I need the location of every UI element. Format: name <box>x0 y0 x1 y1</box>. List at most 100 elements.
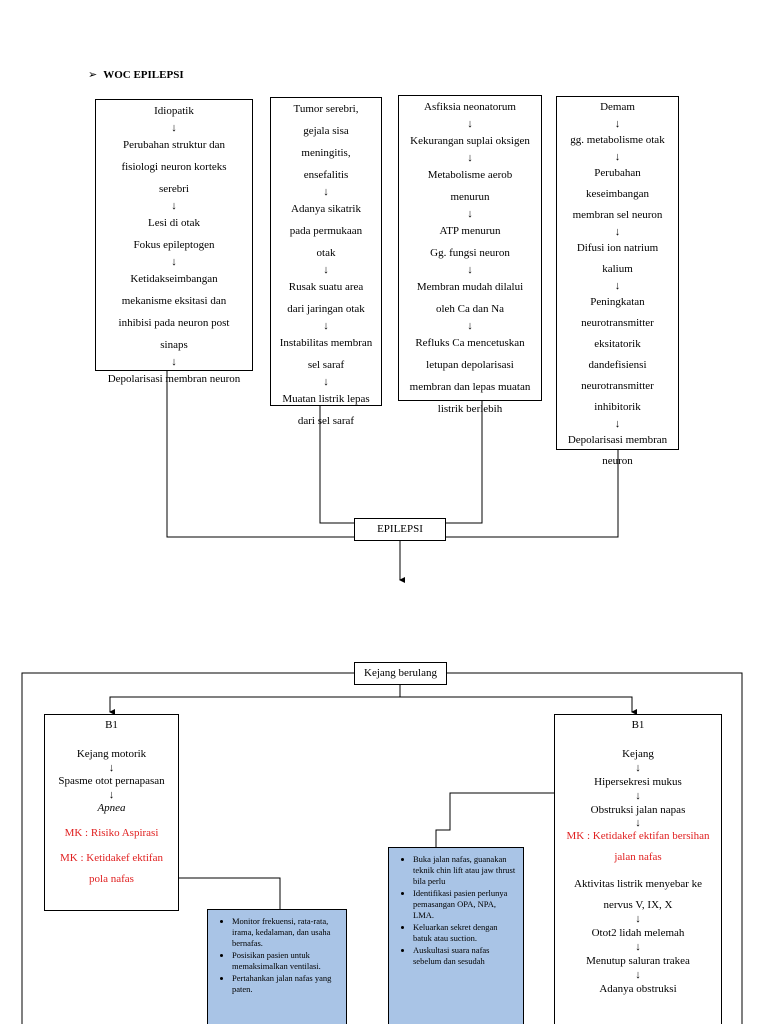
cause-item: ATP menurun <box>439 225 501 237</box>
arrow-down-icon: ↓ <box>108 762 115 774</box>
cause-item: dandefisiensi <box>588 359 647 371</box>
cause-item: neuron <box>602 455 633 467</box>
cause-item: listrik berlebih <box>437 403 503 415</box>
b1-item: Menutup saluran trakea <box>586 955 690 967</box>
arrow-down-icon: ↓ <box>635 762 641 774</box>
mk-diagnosis: jalan nafas <box>614 851 662 863</box>
arrow-down-icon: ↓ <box>171 200 177 212</box>
cause-item: sinaps <box>160 339 188 351</box>
intervention-list: Monitor frekuensi, rata-rata, irama, ked… <box>216 916 340 995</box>
intervention-item: Pertahankan jalan nafas yang paten. <box>232 973 340 995</box>
cause-item: otak <box>316 247 336 259</box>
arrow-down-icon: ↓ <box>323 320 329 332</box>
cause-item: membran dan lepas muatan <box>409 381 531 393</box>
cause-item: kalium <box>602 263 633 275</box>
intervention-box-left: Monitor frekuensi, rata-rata, irama, ked… <box>207 909 347 1024</box>
arrow-down-icon: ↓ <box>171 356 177 368</box>
cause-box-tumor: Tumor serebri, gejala sisa meningitis, e… <box>270 97 382 427</box>
cause-item: Tumor serebri, <box>293 103 359 115</box>
arrow-down-icon: ↓ <box>467 152 473 164</box>
arrow-down-icon: ↓ <box>614 118 621 130</box>
cause-item: Demam <box>600 101 635 113</box>
b1-title: B1 <box>631 719 645 731</box>
b1-item: Kejang <box>622 748 654 760</box>
intervention-item: Monitor frekuensi, rata-rata, irama, ked… <box>232 916 340 949</box>
cause-item: Fokus epileptogen <box>133 239 215 251</box>
intervention-item: Auskultasi suara nafas sebelum dan sesud… <box>413 945 517 967</box>
cause-item: dari sel saraf <box>297 415 355 427</box>
cause-item: Depolarisasi membran <box>567 434 668 446</box>
woc-heading: ➢ WOC EPILEPSI <box>88 68 184 81</box>
cause-item: Metabolisme aerob <box>427 169 513 181</box>
arrow-down-icon: ↓ <box>614 280 621 292</box>
heading-bullet: ➢ <box>88 69 98 81</box>
spacer <box>555 736 721 744</box>
cause-item: letupan depolarisasi <box>426 359 514 371</box>
cause-item: eksitatorik <box>594 338 641 350</box>
arrow-down-icon: ↓ <box>323 376 329 388</box>
b1-item: Otot2 lidah melemah <box>591 927 685 939</box>
cause-item: Adanya sikatrik <box>291 203 361 215</box>
b1-item: Kejang motorik <box>76 748 147 760</box>
cause-item: ensefalitis <box>303 169 349 181</box>
cause-item: Rusak suatu area <box>288 281 364 293</box>
b1-item: Obstruksi jalan napas <box>590 804 686 816</box>
b1-item: nervus V, IX, X <box>603 899 673 911</box>
intervention-item: Identifikasi pasien perlunya pemasangan … <box>413 888 517 921</box>
arrow-down-icon: ↓ <box>323 186 329 198</box>
b1-title: B1 <box>105 719 118 731</box>
cause-item: meningitis, <box>301 147 351 159</box>
cause-item: inhibisi pada neuron post <box>118 317 230 329</box>
b1-right-box: B1 Kejang ↓ Hipersekresi mukus ↓ Obstruk… <box>554 714 722 1024</box>
mk-diagnosis: MK : Ketidakef ektifan <box>60 852 163 864</box>
cause-item: keseimbangan <box>586 188 649 200</box>
cause-item: Difusi ion natrium <box>576 242 659 254</box>
arrow-down-icon: ↓ <box>635 817 641 829</box>
arrow-down-icon: ↓ <box>635 790 641 802</box>
cause-box-asfiksia: Asfiksia neonatorum ↓ Kekurangan suplai … <box>398 95 542 415</box>
cause-item: Ketidakseimbangan <box>130 273 218 285</box>
arrow-down-icon: ↓ <box>108 789 115 801</box>
cause-item: Perubahan <box>594 167 641 179</box>
b1-item: Hipersekresi mukus <box>594 776 682 788</box>
arrow-down-icon: ↓ <box>171 256 177 268</box>
cause-item: menurun <box>450 191 490 203</box>
b1-item: Spasme otot pernapasan <box>58 775 165 787</box>
cause-item: Instabilitas membran <box>279 337 373 349</box>
cause-item: Peningkatan <box>590 296 645 308</box>
cause-item: Lesi di otak <box>148 217 200 229</box>
epilepsi-node: EPILEPSI <box>354 518 446 541</box>
intervention-item: Buka jalan nafas, guanakan teknik chin l… <box>413 854 517 887</box>
mk-diagnosis: pola nafas <box>89 873 134 885</box>
intervention-item: Keluarkan sekret dengan batuk atau sucti… <box>413 922 517 944</box>
arrow-down-icon: ↓ <box>467 208 473 220</box>
kejang-berulang-node: Kejang berulang <box>354 662 447 685</box>
spacer <box>45 736 178 744</box>
mk-diagnosis: MK : Ketidakef ektifan bersihan <box>566 830 710 842</box>
intervention-list: Buka jalan nafas, guanakan teknik chin l… <box>397 854 517 967</box>
cause-item: gejala sisa <box>303 125 349 137</box>
cause-item: Membran mudah dilalui <box>416 281 524 293</box>
intervention-item: Posisikan pasien untuk memaksimalkan ven… <box>232 950 340 972</box>
arrow-down-icon: ↓ <box>614 151 621 163</box>
arrow-down-icon: ↓ <box>614 418 621 430</box>
arrow-down-icon: ↓ <box>171 122 177 134</box>
arrow-down-icon: ↓ <box>323 264 329 276</box>
b1-item: Adanya obstruksi <box>599 983 677 995</box>
kejang-label: Kejang berulang <box>364 667 437 679</box>
cause-item: Muatan listrik lepas <box>282 393 370 405</box>
cause-item: sel saraf <box>307 359 345 371</box>
epilepsi-label: EPILEPSI <box>377 523 423 535</box>
cause-item: Asfiksia neonatorum <box>424 101 516 113</box>
cause-item: neurotransmitter <box>581 380 654 392</box>
arrow-down-icon: ↓ <box>467 320 473 332</box>
mk-diagnosis: MK : Risiko Aspirasi <box>64 827 159 839</box>
cause-item: inhibitorik <box>594 401 641 413</box>
arrow-down-icon: ↓ <box>614 226 621 238</box>
cause-item: serebri <box>159 183 189 195</box>
arrow-down-icon: ↓ <box>635 969 641 981</box>
heading-title: WOC EPILEPSI <box>103 69 184 81</box>
cause-item: Kekurangan suplai oksigen <box>410 135 530 147</box>
cause-item: Idiopatik <box>154 105 194 117</box>
cause-item: gg. metabolisme otak <box>570 134 665 146</box>
